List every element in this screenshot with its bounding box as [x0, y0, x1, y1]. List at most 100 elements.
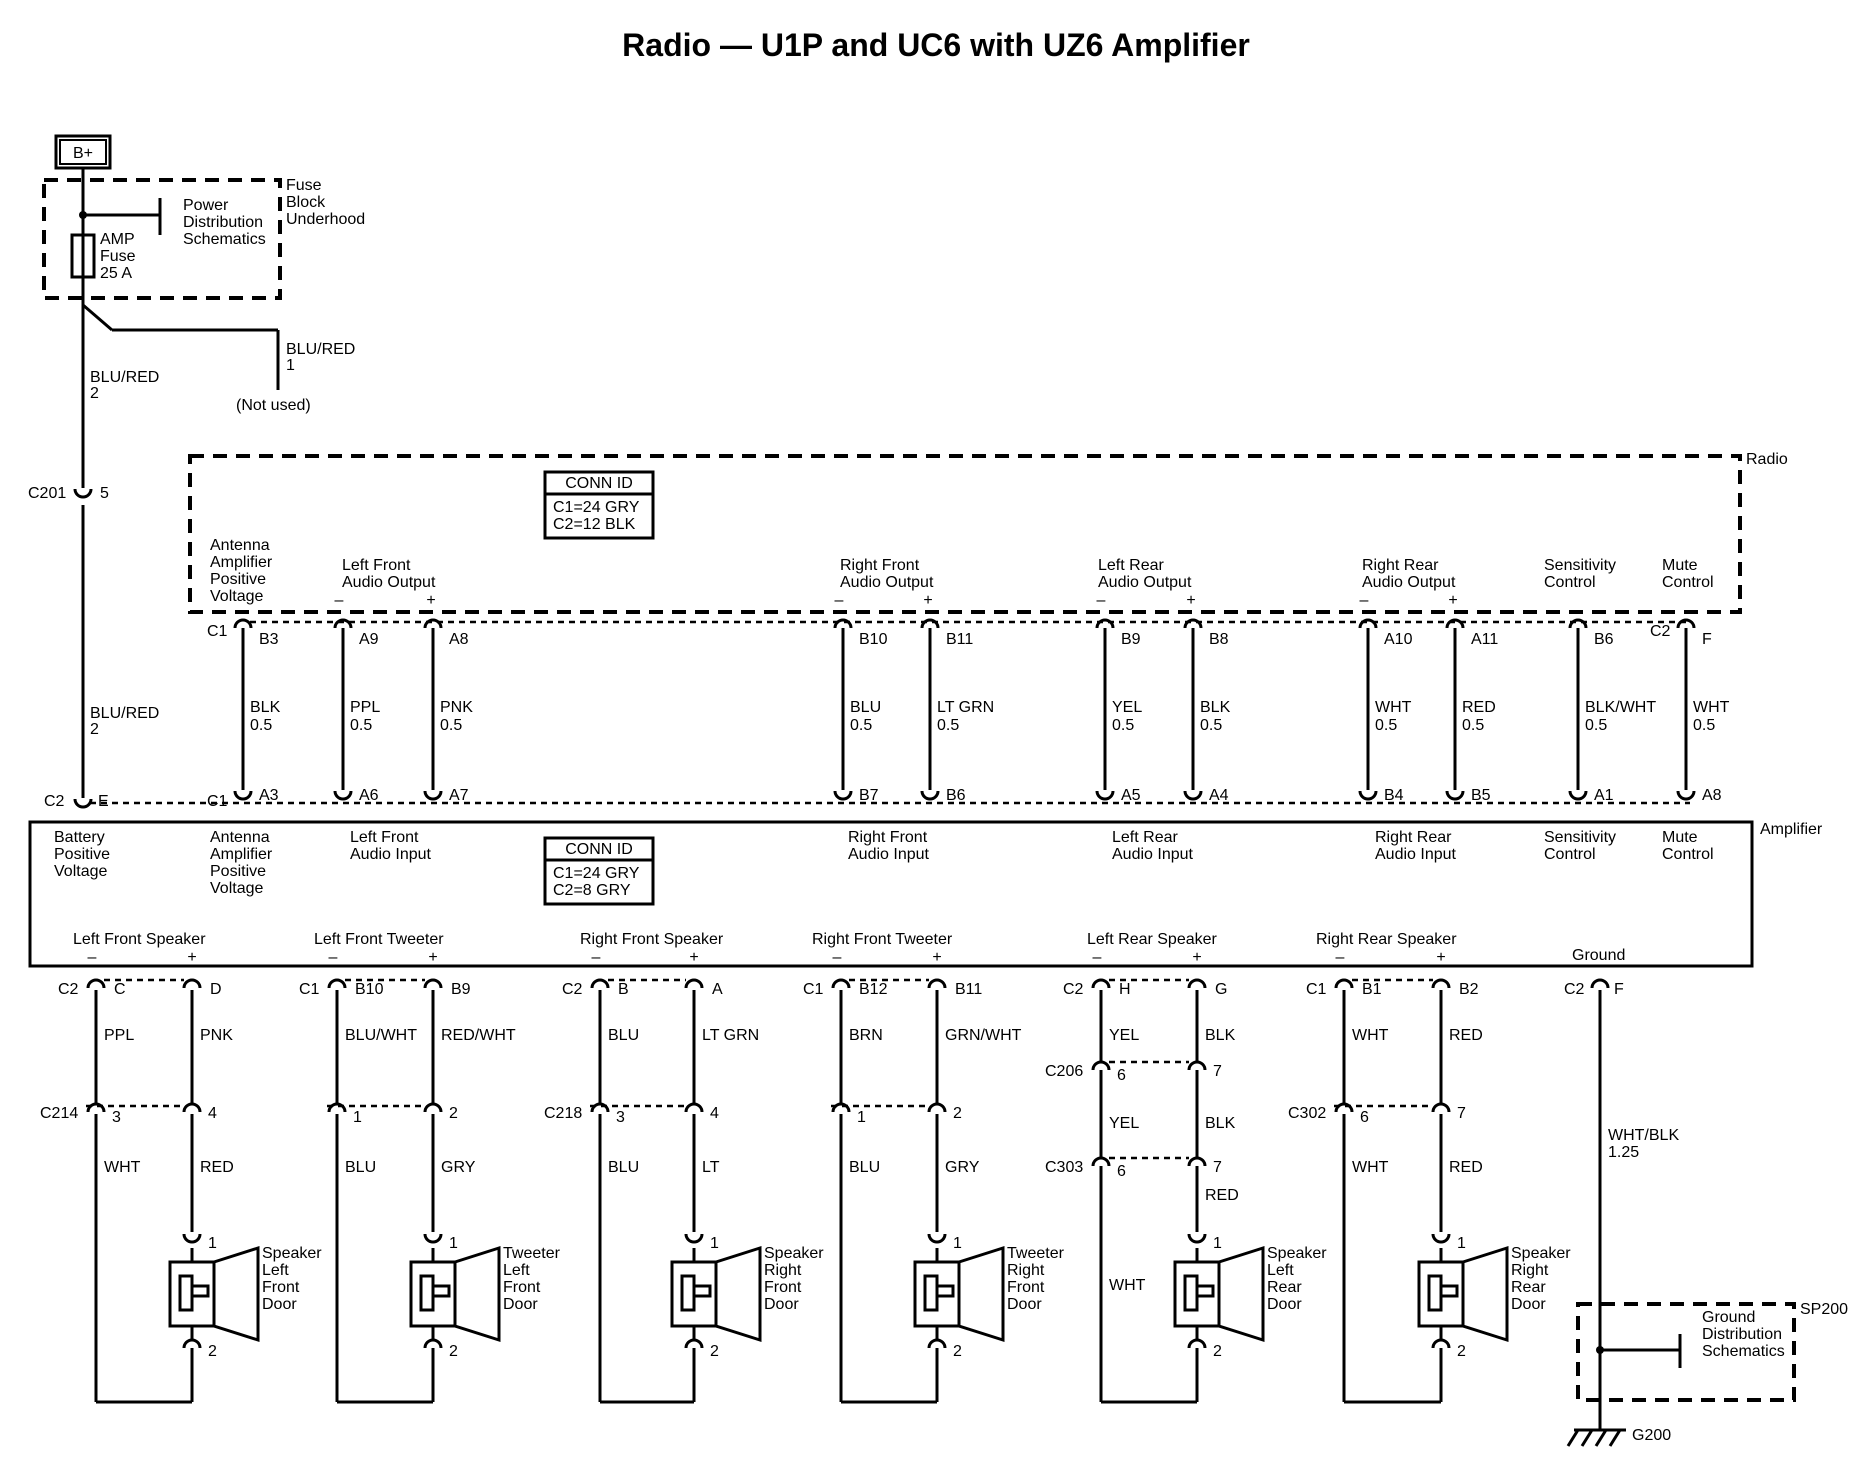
- amp-pin-label: A1: [1594, 787, 1614, 804]
- fuse-block-outline: [42, 178, 282, 300]
- radio-pin: [1358, 618, 1378, 629]
- wire-color-label: BLK: [250, 699, 281, 716]
- wire-size-label: 0.5: [1112, 717, 1134, 734]
- ground-distribution-ref: Ground: [1702, 1309, 1755, 1326]
- speaker-pole: [190, 1284, 210, 1298]
- speaker-cone: [212, 1245, 260, 1343]
- ground-hatch: [1580, 1429, 1594, 1447]
- speaker-pin-1: [927, 1233, 947, 1244]
- wire-color-label: GRY: [441, 1159, 476, 1176]
- speaker-device-label: Right: [764, 1262, 802, 1279]
- ground-hatch: [1594, 1429, 1608, 1447]
- amp-output-pin: [1431, 978, 1451, 989]
- wire-color-label: RED: [200, 1159, 234, 1176]
- ground-pin: [1590, 978, 1610, 989]
- inline-pin-number: 2: [449, 1105, 458, 1122]
- polarity-minus: –: [1097, 592, 1106, 609]
- inline-connector-label: C214: [40, 1105, 78, 1122]
- radio-output-label: Control: [1662, 574, 1714, 591]
- inline-pin-number: 4: [710, 1105, 719, 1122]
- amp-pin-label: A7: [449, 787, 469, 804]
- speaker-magnet: [1183, 1274, 1199, 1312]
- amp-pin: [333, 790, 353, 801]
- amp-output-label: Left Front Tweeter: [314, 931, 444, 948]
- ground-splice-dot: [1596, 1346, 1604, 1354]
- radio-conn-id-line: C2=12 BLK: [553, 516, 636, 533]
- radio-pin-label: A11: [1471, 631, 1498, 648]
- diagram-title: Radio — U1P and UC6 with UZ6 Amplifier: [622, 27, 1250, 63]
- polarity-minus: –: [329, 949, 338, 966]
- ground-distribution-ref: Schematics: [1702, 1343, 1785, 1360]
- speaker-pin-number: 2: [1457, 1343, 1466, 1360]
- speaker-device-label: Speaker: [764, 1245, 824, 1262]
- amp-pin-label: A6: [359, 787, 379, 804]
- polarity-minus: –: [833, 949, 842, 966]
- amp-output-pin: [1187, 978, 1207, 989]
- amp-pin: [1358, 790, 1378, 801]
- radio-conn-id-line: C1=24 GRY: [553, 499, 640, 516]
- amp-output-pin: [86, 978, 106, 989]
- battery-source-label: B+: [73, 145, 93, 162]
- speaker-pin-number: 1: [1457, 1235, 1466, 1252]
- amp-output-pin: [831, 978, 851, 989]
- polarity-plus: +: [1448, 592, 1457, 609]
- wire-color-label: WHT: [1375, 699, 1412, 716]
- inline-pin: [423, 1102, 443, 1113]
- wire-color-label: PPL: [104, 1027, 134, 1044]
- ground-distribution-ref: Distribution: [1702, 1326, 1782, 1343]
- amp-pin: [1568, 790, 1588, 801]
- wire-color-label: BLU: [345, 1159, 376, 1176]
- wire-size-label: 0.5: [1585, 717, 1607, 734]
- amp-pin: [233, 790, 253, 801]
- inline-pin-number: 3: [112, 1109, 121, 1126]
- amplifier-label: Amplifier: [1760, 821, 1823, 838]
- amp-conn-id-line: C2=8 GRY: [553, 882, 631, 899]
- wire-size-label: 0.5: [1693, 717, 1715, 734]
- amp-input-label: Mute: [1662, 829, 1698, 846]
- radio-pin-label: B8: [1209, 631, 1229, 648]
- c201-pin-number: 5: [100, 485, 109, 502]
- inline-pin-number: 1: [353, 1109, 362, 1126]
- inline-pin-number: 6: [1117, 1163, 1126, 1180]
- amp-ground-label: Ground: [1572, 947, 1625, 964]
- inline-connector-label: C303: [1045, 1159, 1083, 1176]
- radio-pin: [1676, 618, 1696, 629]
- polarity-plus: +: [932, 949, 941, 966]
- amp-input-label: Control: [1544, 846, 1596, 863]
- amp-battery-pin: [73, 798, 93, 809]
- battery-wire-label: BLU/RED: [90, 705, 159, 722]
- amp-input-label: Audio Input: [1375, 846, 1457, 863]
- amp-conn-id-line: C1=24 GRY: [553, 865, 640, 882]
- amp-conn-label: C1: [207, 793, 228, 810]
- radio-pin: [233, 618, 253, 629]
- radio-output-label: Audio Output: [840, 574, 934, 591]
- amp-output-label: Right Rear Speaker: [1316, 931, 1457, 948]
- amp-output-pin-label: B2: [1459, 981, 1479, 998]
- speaker-device-label: Front: [764, 1279, 802, 1296]
- wire-color-label: RED: [1449, 1159, 1483, 1176]
- amp-output-pin: [423, 978, 443, 989]
- fuse-block-label: Block: [286, 194, 326, 211]
- ground-pin-label: F: [1614, 981, 1624, 998]
- amp-output-pin-label: B10: [355, 981, 384, 998]
- wire-color-label: YEL: [1109, 1115, 1139, 1132]
- amp-input-label: Audio Input: [1112, 846, 1194, 863]
- polarity-plus: +: [923, 592, 932, 609]
- amp-battery-input-label: Positive: [54, 846, 110, 863]
- radio-output-label: Left Front: [342, 557, 411, 574]
- ground-wire-label: 1.25: [1608, 1144, 1639, 1161]
- radio-output-label: Positive: [210, 571, 266, 588]
- wire-color-label: BLU: [850, 699, 881, 716]
- wire-color-label: BLU/WHT: [345, 1027, 417, 1044]
- speaker-cone: [714, 1245, 762, 1343]
- speaker-pin-1: [1187, 1233, 1207, 1244]
- speaker-device-label: Front: [262, 1279, 300, 1296]
- wire-size-label: 0.5: [250, 717, 272, 734]
- wire-color-label: WHT: [1693, 699, 1730, 716]
- radio-pin: [333, 618, 353, 629]
- radio-conn-label: C1: [207, 623, 228, 640]
- unused-wire-label: 1: [286, 357, 295, 374]
- speaker-pole: [431, 1284, 451, 1298]
- amp-input-label: Control: [1662, 846, 1714, 863]
- speaker-device-label: Speaker: [1267, 1245, 1327, 1262]
